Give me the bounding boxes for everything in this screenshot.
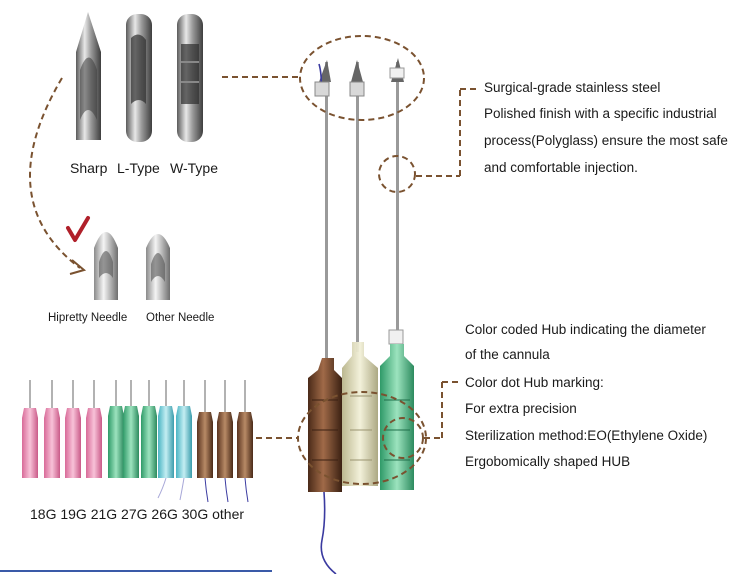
steel-line-4: and comfortable injection. bbox=[484, 160, 638, 175]
brown-hub bbox=[308, 358, 342, 492]
sharp-label: Sharp bbox=[70, 160, 108, 176]
gauge-sizes-label: 18G 19G 21G 27G 26G 30G other bbox=[30, 506, 245, 522]
sharp-tip-image bbox=[76, 12, 101, 140]
l-type-label: L-Type bbox=[117, 160, 160, 176]
callout-lines bbox=[222, 35, 480, 485]
steel-line-2: Polished finish with a specific industri… bbox=[484, 106, 717, 121]
w-type-label: W-Type bbox=[170, 160, 218, 176]
hub-line-5: Sterilization method:EO(Ethylene Oxide) bbox=[465, 428, 708, 443]
hipretty-needle-label: Hipretty Needle bbox=[48, 312, 128, 324]
green-hub bbox=[380, 344, 414, 490]
l-type-tip-image bbox=[126, 14, 152, 142]
hub-line-1: Color coded Hub indicating the diameter bbox=[465, 322, 706, 337]
other-needle-label: Other Needle bbox=[146, 312, 215, 324]
hub-line-3: Color dot Hub marking: bbox=[465, 375, 604, 390]
clear-hub bbox=[342, 342, 378, 486]
steel-line-1: Surgical-grade stainless steel bbox=[484, 80, 661, 95]
hipretty-needle-image bbox=[94, 232, 118, 300]
gauge-samples bbox=[22, 380, 253, 503]
hub-line-6: Ergobomically shaped HUB bbox=[465, 454, 631, 469]
hub-line-2: of the cannula bbox=[465, 347, 550, 362]
w-type-tip-image bbox=[177, 14, 203, 142]
hub-line-4: For extra precision bbox=[465, 401, 577, 416]
checkmark-icon bbox=[66, 216, 90, 242]
other-needle-image bbox=[146, 234, 170, 300]
tip-to-needle-arrow bbox=[29, 77, 81, 269]
steel-line-3: process(Polyglass) ensure the most safe bbox=[484, 133, 728, 148]
